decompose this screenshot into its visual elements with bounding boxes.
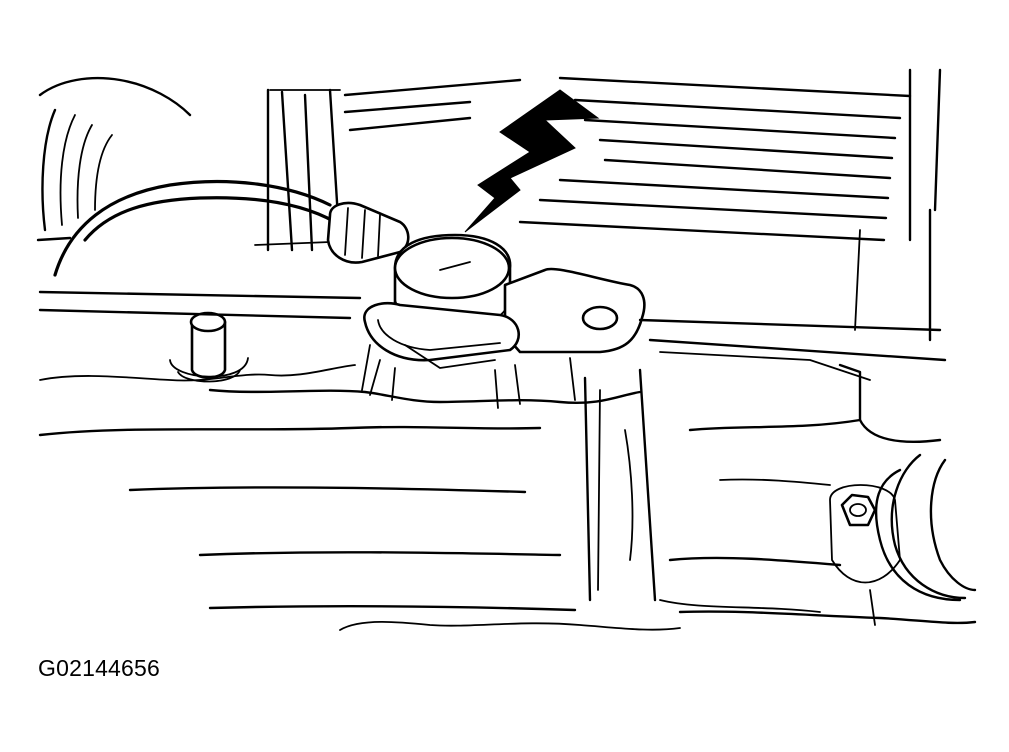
right-flange bbox=[668, 363, 977, 625]
sensor-wire bbox=[53, 179, 337, 277]
sensor-connector bbox=[326, 201, 410, 264]
knock-sensor-icon bbox=[363, 233, 646, 369]
hex-bolt-icon bbox=[169, 311, 249, 383]
figure-id-label: G02144656 bbox=[38, 655, 161, 681]
lower-edges bbox=[659, 478, 876, 626]
block-top-edges bbox=[38, 290, 947, 382]
hex-bolt-icon bbox=[840, 493, 877, 527]
upper-right-block bbox=[343, 68, 942, 342]
upper-middle-panels bbox=[254, 88, 342, 252]
casting-contours bbox=[38, 344, 681, 631]
upper-left-housing bbox=[36, 76, 192, 242]
callout-arrow-icon bbox=[464, 89, 600, 233]
